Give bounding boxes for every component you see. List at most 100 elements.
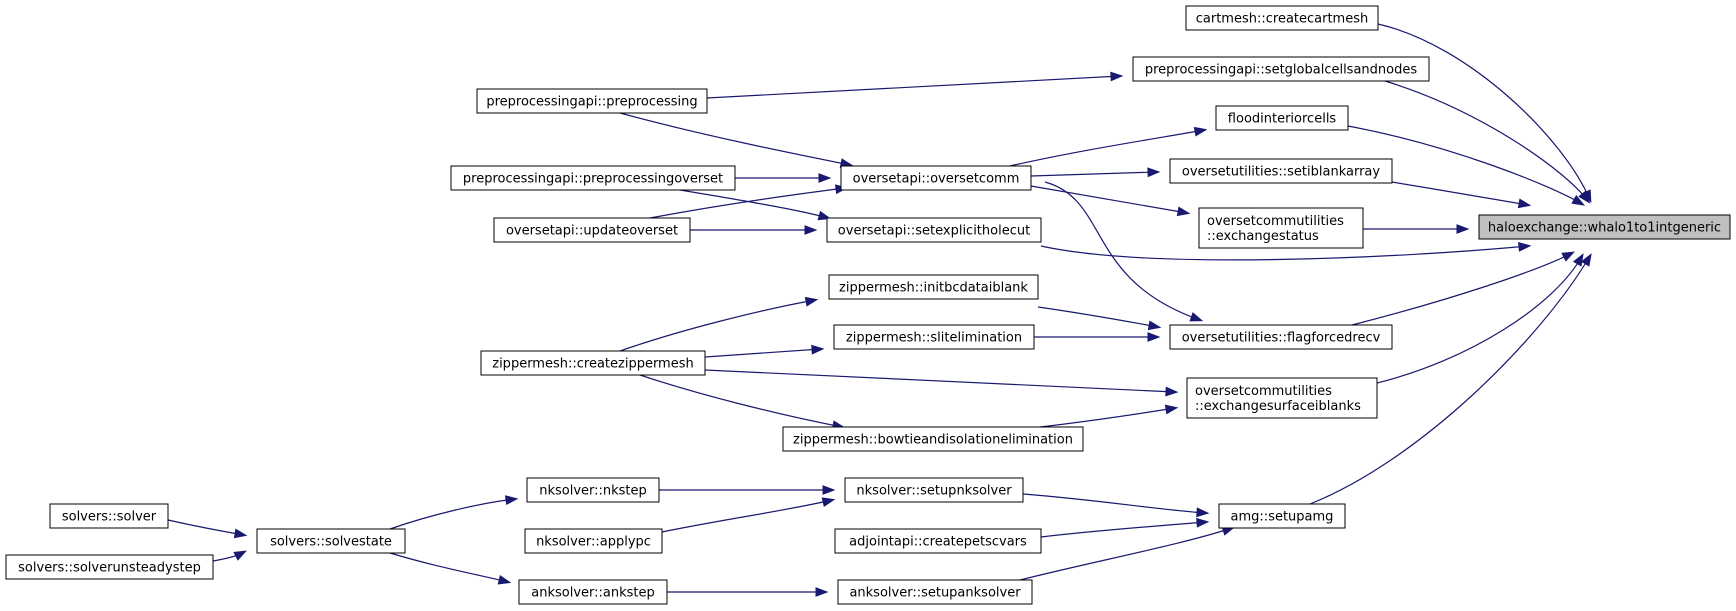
node-box[interactable]	[5, 554, 214, 580]
arrowhead	[1561, 251, 1576, 262]
node-box[interactable]	[1198, 207, 1364, 249]
node-box[interactable]	[450, 165, 736, 191]
node-setupamg[interactable]: amg::setupamg	[1218, 503, 1346, 529]
arrowhead	[233, 550, 248, 561]
node-cartmesh[interactable]: cartmesh::createcartmesh	[1185, 5, 1379, 31]
node-box[interactable]	[476, 88, 708, 114]
node-nkstep[interactable]: nksolver::nkstep	[526, 477, 660, 503]
node-oversetcomm[interactable]: oversetapi::oversetcomm	[840, 165, 1032, 191]
edge-bowtie-to-exchsurf	[1039, 404, 1179, 428]
node-applypc[interactable]: nksolver::applypc	[524, 528, 663, 554]
node-updateov[interactable]: oversetapi::updateoverset	[493, 217, 691, 243]
arrowhead	[504, 495, 519, 506]
node-initbc[interactable]: zippermesh::initbcdataiblank	[828, 274, 1039, 300]
edge-oversetcomm-to-setiblank	[1030, 167, 1161, 178]
node-label: solvers::solvestate	[270, 535, 392, 550]
edge-preproc-to-oversetcomm	[619, 112, 854, 168]
node-label: oversetutilities::flagforcedrecv	[1182, 331, 1381, 346]
node-box[interactable]	[840, 165, 1032, 191]
arrowhead	[815, 587, 829, 597]
node-label: cartmesh::createcartmesh	[1196, 12, 1369, 27]
node-preproc[interactable]: preprocessingapi::preprocessing	[476, 88, 708, 114]
node-label: nksolver::nkstep	[539, 484, 647, 499]
node-ankstep[interactable]: anksolver::ankstep	[518, 579, 668, 605]
node-box[interactable]	[49, 503, 169, 529]
node-box[interactable]	[1186, 377, 1378, 419]
node-label: zippermesh::slitelimination	[846, 331, 1022, 346]
arrowhead	[811, 344, 825, 355]
node-slitelim[interactable]: zippermesh::slitelimination	[833, 324, 1035, 350]
node-createzip[interactable]: zippermesh::createzippermesh	[480, 350, 706, 376]
node-setupank[interactable]: anksolver::setupanksolver	[837, 579, 1033, 605]
edge-preproc-to-setglobal	[706, 71, 1124, 99]
node-exchstatus[interactable]: oversetcommutilities::exchangestatus	[1198, 207, 1364, 249]
node-label: oversetapi::updateoverset	[506, 224, 678, 239]
node-setexpl[interactable]: oversetapi::setexplicitholecut	[826, 217, 1042, 243]
node-root[interactable]: haloexchange::whalo1to1intgeneric	[1478, 214, 1731, 240]
node-box[interactable]	[518, 579, 668, 605]
node-box[interactable]	[480, 350, 706, 376]
node-solver[interactable]: solvers::solver	[49, 503, 169, 529]
edge-createzip-to-slitelim	[704, 344, 825, 358]
node-setupnk[interactable]: nksolver::setupnksolver	[844, 477, 1024, 503]
node-label: solvers::solver	[62, 510, 157, 525]
edge-setiblank-to-root	[1391, 181, 1532, 209]
node-box[interactable]	[844, 477, 1024, 503]
node-box[interactable]	[1132, 56, 1430, 82]
node-label: haloexchange::whalo1to1intgeneric	[1488, 221, 1721, 236]
node-unsteady[interactable]: solvers::solverunsteadystep	[5, 554, 214, 580]
node-label: nksolver::setupnksolver	[856, 484, 1012, 499]
arrowhead	[1571, 195, 1585, 206]
edge-oversetcomm-to-exchstatus	[1030, 185, 1191, 217]
arrowhead	[1147, 167, 1161, 178]
node-box[interactable]	[1169, 158, 1393, 184]
arrowhead	[1518, 241, 1532, 252]
node-label: oversetapi::oversetcomm	[853, 172, 1020, 187]
arrowhead	[1176, 206, 1191, 217]
node-box[interactable]	[493, 217, 691, 243]
arrowhead	[1196, 507, 1210, 518]
node-setiblank[interactable]: oversetutilities::setiblankarray	[1169, 158, 1393, 184]
node-flood[interactable]: floodinteriorcells	[1215, 105, 1349, 131]
node-label: preprocessingapi::setglobalcellsandnodes	[1145, 63, 1418, 78]
node-box[interactable]	[526, 477, 660, 503]
node-box[interactable]	[524, 528, 663, 554]
node-setglobal[interactable]: preprocessingapi::setglobalcellsandnodes	[1132, 56, 1430, 82]
node-box[interactable]	[834, 528, 1042, 554]
arrowhead	[818, 173, 832, 183]
node-box[interactable]	[1215, 105, 1349, 131]
arrowhead	[1164, 404, 1179, 415]
edge-updateov-to-setexpl	[690, 225, 818, 235]
node-box[interactable]	[1478, 214, 1731, 240]
nodes-layer: haloexchange::whalo1to1intgeneric cartmes…	[5, 5, 1731, 605]
arrowhead	[233, 528, 248, 539]
node-label: oversetutilities::setiblankarray	[1182, 165, 1381, 180]
arrowhead	[821, 497, 836, 507]
node-bowtie[interactable]: zippermesh::bowtieandisolationeliminatio…	[782, 426, 1084, 452]
node-preprocov[interactable]: preprocessingapi::preprocessingoverset	[450, 165, 736, 191]
edge-setupank-to-setupamg	[1019, 526, 1236, 581]
node-label: solvers::solverunsteadystep	[18, 561, 201, 576]
node-box[interactable]	[833, 324, 1035, 350]
node-box[interactable]	[1169, 324, 1393, 350]
node-box[interactable]	[828, 274, 1039, 300]
node-flagforced[interactable]: oversetutilities::flagforcedrecv	[1169, 324, 1393, 350]
node-box[interactable]	[256, 528, 406, 554]
node-exchsurf[interactable]: oversetcommutilities::exchangesurfaceibl…	[1186, 377, 1378, 419]
edge-nkstep-to-setupnk	[659, 485, 836, 495]
node-label: anksolver::ankstep	[531, 586, 655, 601]
node-box[interactable]	[1185, 5, 1379, 31]
arrowhead	[804, 225, 818, 235]
edge-setexpl-to-root	[1040, 241, 1532, 261]
edge-setupnk-to-setupamg	[1022, 493, 1210, 518]
node-box[interactable]	[826, 217, 1042, 243]
node-createpetsc[interactable]: adjointapi::createpetscvars	[834, 528, 1042, 554]
edge-solvestate-to-ankstep	[389, 552, 512, 585]
node-box[interactable]	[782, 426, 1084, 452]
arrowhead	[1165, 386, 1179, 397]
node-box[interactable]	[837, 579, 1033, 605]
node-solvestate[interactable]: solvers::solvestate	[256, 528, 406, 554]
node-label: zippermesh::initbcdataiblank	[839, 281, 1028, 296]
node-box[interactable]	[1218, 503, 1346, 529]
